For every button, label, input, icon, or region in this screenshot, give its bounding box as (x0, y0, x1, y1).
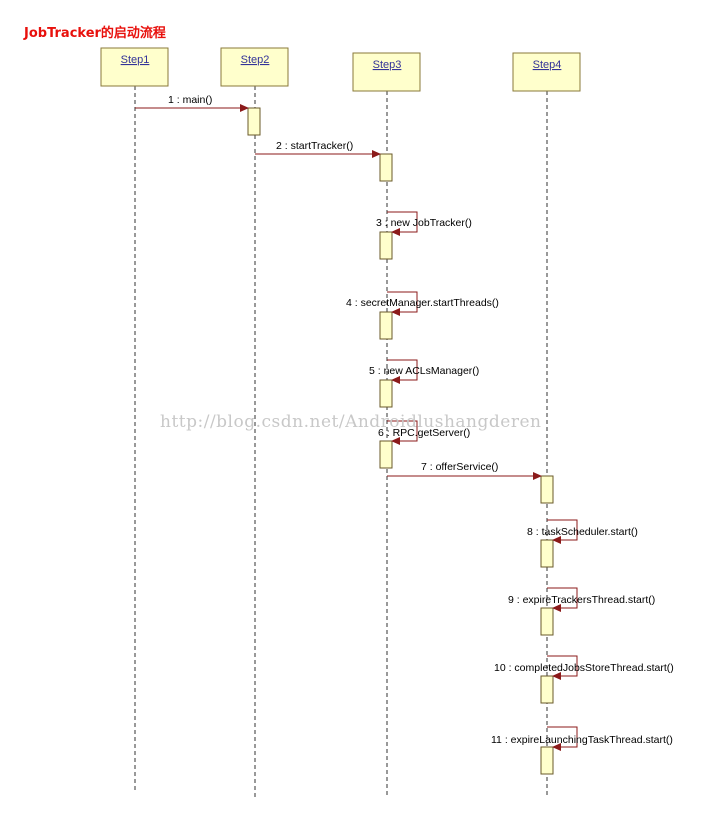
activation-bar (540, 475, 554, 504)
lifeline-box (352, 52, 421, 92)
lifeline-step4: Step4 (512, 52, 581, 797)
lifeline-box (100, 47, 169, 87)
message-arrow (387, 291, 418, 316)
activation-bar (379, 311, 393, 340)
lifeline-step1: Step1 (100, 47, 169, 792)
lifeline-name: Step1 (121, 54, 150, 66)
messages: 1 : main() 2 : startTracker() 3 : new JobT… (135, 94, 674, 751)
message-9: 9 : expireTrackersThread.start() (508, 587, 655, 612)
activation-bar (540, 675, 554, 704)
message-6: 6 : RPC.getServer() (378, 420, 470, 445)
watermark-text: http://blog.csdn.net/Androidlushangderen (160, 412, 541, 432)
message-3: 3 : new JobTracker() (376, 211, 472, 236)
message-8: 8 : taskScheduler.start() (527, 519, 638, 544)
message-label: 6 : RPC.getServer() (378, 427, 470, 439)
message-arrow (387, 359, 418, 384)
lifeline-name: Step4 (533, 59, 562, 71)
lifeline-name: Step2 (241, 54, 270, 66)
activation-bar (379, 231, 393, 260)
message-label: 9 : expireTrackersThread.start() (508, 594, 655, 606)
activation-bar (540, 607, 554, 636)
message-1: 1 : main() (135, 94, 249, 112)
message-label: 3 : new JobTracker() (376, 217, 472, 229)
activation-bar (379, 153, 393, 182)
message-arrow (547, 726, 578, 751)
lifelines: Step1 Step2 Step3 Step4 (100, 47, 581, 800)
message-arrow (387, 420, 418, 445)
message-label: 7 : offerService() (421, 461, 498, 473)
message-7: 7 : offerService() (387, 461, 542, 480)
activation-bar (540, 539, 554, 568)
message-label: 2 : startTracker() (276, 140, 353, 152)
lifeline-box (220, 47, 289, 87)
lifeline-step2: Step2 (220, 47, 289, 800)
diagram-title: JobTracker的启动流程 (24, 26, 166, 41)
activation-bar (247, 107, 261, 136)
message-label: 11 : expireLaunchingTaskThread.start() (491, 734, 673, 746)
message-4: 4 : secretManager.startThreads() (346, 291, 499, 316)
message-2: 2 : startTracker() (255, 140, 381, 158)
message-arrow (547, 655, 578, 680)
lifeline-box (512, 52, 581, 92)
message-label: 10 : completedJobsStoreThread.start() (494, 662, 674, 674)
message-5: 5 : new ACLsManager() (369, 359, 479, 384)
activations (247, 107, 554, 775)
message-arrow (387, 211, 418, 236)
message-label: 8 : taskScheduler.start() (527, 526, 638, 538)
lifeline-name: Step3 (373, 59, 402, 71)
message-arrow (547, 519, 578, 544)
activation-bar (379, 440, 393, 469)
message-label: 5 : new ACLsManager() (369, 365, 479, 377)
activation-bar (379, 379, 393, 408)
message-10: 10 : completedJobsStoreThread.start() (494, 655, 674, 680)
activation-bar (540, 746, 554, 775)
message-11: 11 : expireLaunchingTaskThread.start() (491, 726, 673, 751)
message-label: 4 : secretManager.startThreads() (346, 297, 499, 309)
message-label: 1 : main() (168, 94, 212, 106)
message-arrow (547, 587, 578, 612)
